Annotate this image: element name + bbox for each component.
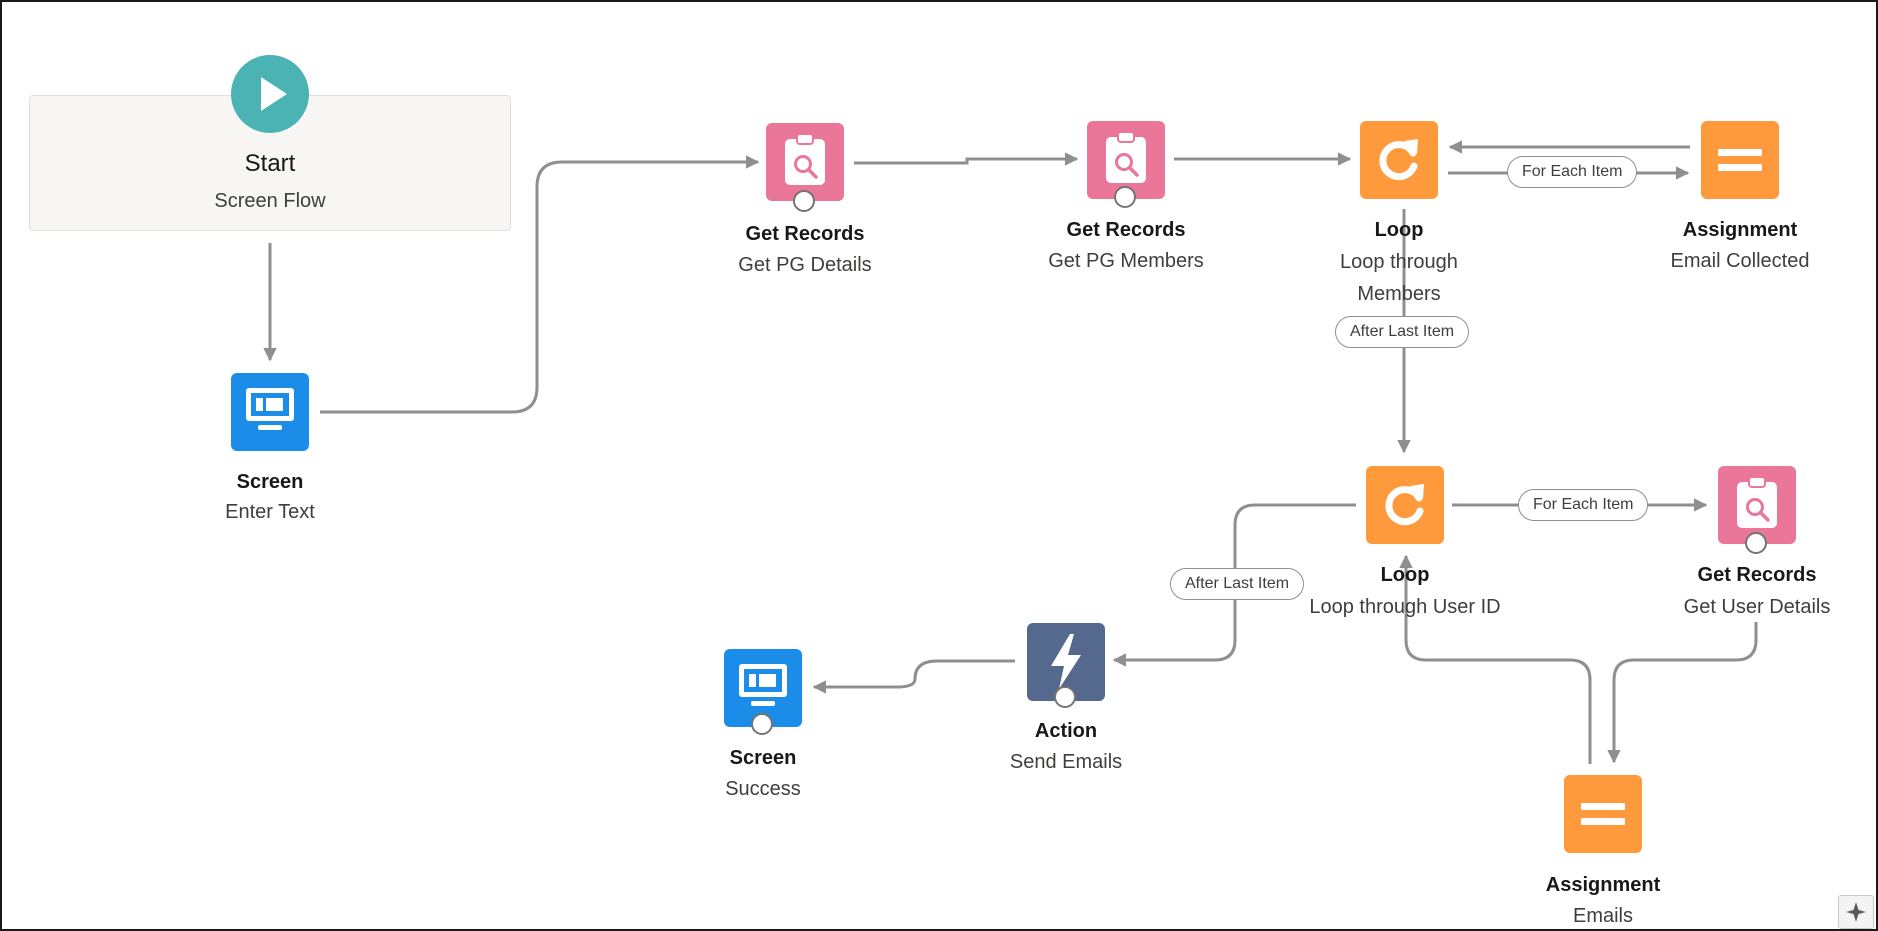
node-name-label: Get PG Details	[738, 254, 872, 276]
record-lookup-icon	[785, 133, 825, 185]
connector-action-to-success	[812, 659, 1015, 694]
play-icon	[261, 77, 287, 111]
node-port[interactable]	[1114, 186, 1136, 208]
screen-node-enter-text[interactable]	[231, 373, 309, 451]
connector-screen-to-get-pg-details	[320, 155, 760, 414]
node-name-label: Loop through User ID	[1309, 596, 1501, 618]
for-each-item-label[interactable]: For Each Item	[1518, 489, 1649, 521]
node-type-label: Action	[1034, 720, 1098, 742]
node-type-label: Assignment	[1682, 219, 1798, 241]
node-name-label: Send Emails	[1009, 751, 1123, 773]
loop-node-user-id[interactable]	[1366, 466, 1444, 544]
loop-node-members[interactable]	[1360, 121, 1438, 199]
node-name-label: Emails	[1572, 905, 1633, 927]
lightning-icon	[1051, 634, 1081, 689]
node-type-label: Assignment	[1545, 874, 1661, 896]
node-port[interactable]	[751, 713, 773, 735]
assignment-node-email-collected[interactable]	[1701, 121, 1779, 199]
assignment-icon	[1718, 149, 1762, 171]
node-type-label: Get Records	[745, 223, 865, 245]
start-node-icon[interactable]	[231, 55, 309, 133]
get-records-node-pg-details[interactable]	[766, 123, 844, 201]
record-lookup-icon	[1737, 476, 1777, 528]
node-type-label: Loop	[1374, 219, 1424, 241]
node-type-label: Loop	[1380, 564, 1430, 586]
screen-node-success[interactable]	[724, 649, 802, 727]
get-records-node-user-details[interactable]	[1718, 466, 1796, 544]
record-lookup-icon	[1106, 131, 1146, 183]
node-port[interactable]	[1745, 532, 1767, 554]
after-last-item-label[interactable]: After Last Item	[1335, 316, 1470, 348]
node-type-label: Screen	[236, 471, 304, 493]
connector-get-pg-details-to-get-pg-members	[854, 152, 1079, 166]
start-subtitle: Screen Flow	[214, 190, 326, 212]
loop-icon	[1379, 139, 1418, 181]
start-title: Start	[244, 150, 296, 177]
node-name-label: Get User Details	[1683, 596, 1831, 618]
node-type-label: Get Records	[1697, 564, 1817, 586]
node-name-label: Success	[725, 778, 801, 800]
node-type-label: Screen	[729, 747, 797, 769]
node-name-label: Email Collected	[1670, 250, 1810, 272]
after-last-item-label[interactable]: After Last Item	[1170, 568, 1305, 600]
for-each-item-label[interactable]: For Each Item	[1507, 156, 1638, 188]
get-records-node-pg-members[interactable]	[1087, 121, 1165, 199]
screen-icon	[739, 664, 787, 706]
node-port[interactable]	[1054, 686, 1076, 708]
node-type-label: Get Records	[1066, 219, 1186, 241]
node-name-label: Loop through Members	[1340, 251, 1458, 305]
sparkle-icon	[1846, 902, 1866, 922]
loop-icon	[1385, 484, 1424, 526]
connector-emails-back-to-loop2	[1399, 554, 1592, 764]
node-name-label: Enter Text	[225, 501, 315, 523]
canvas-tool-button[interactable]	[1838, 895, 1874, 929]
assignment-icon	[1581, 803, 1625, 825]
screen-icon	[246, 388, 294, 430]
connector-get-user-details-to-emails	[1607, 622, 1758, 764]
assignment-node-emails[interactable]	[1564, 775, 1642, 853]
node-port[interactable]	[793, 190, 815, 212]
node-name-label: Get PG Members	[1048, 250, 1204, 272]
